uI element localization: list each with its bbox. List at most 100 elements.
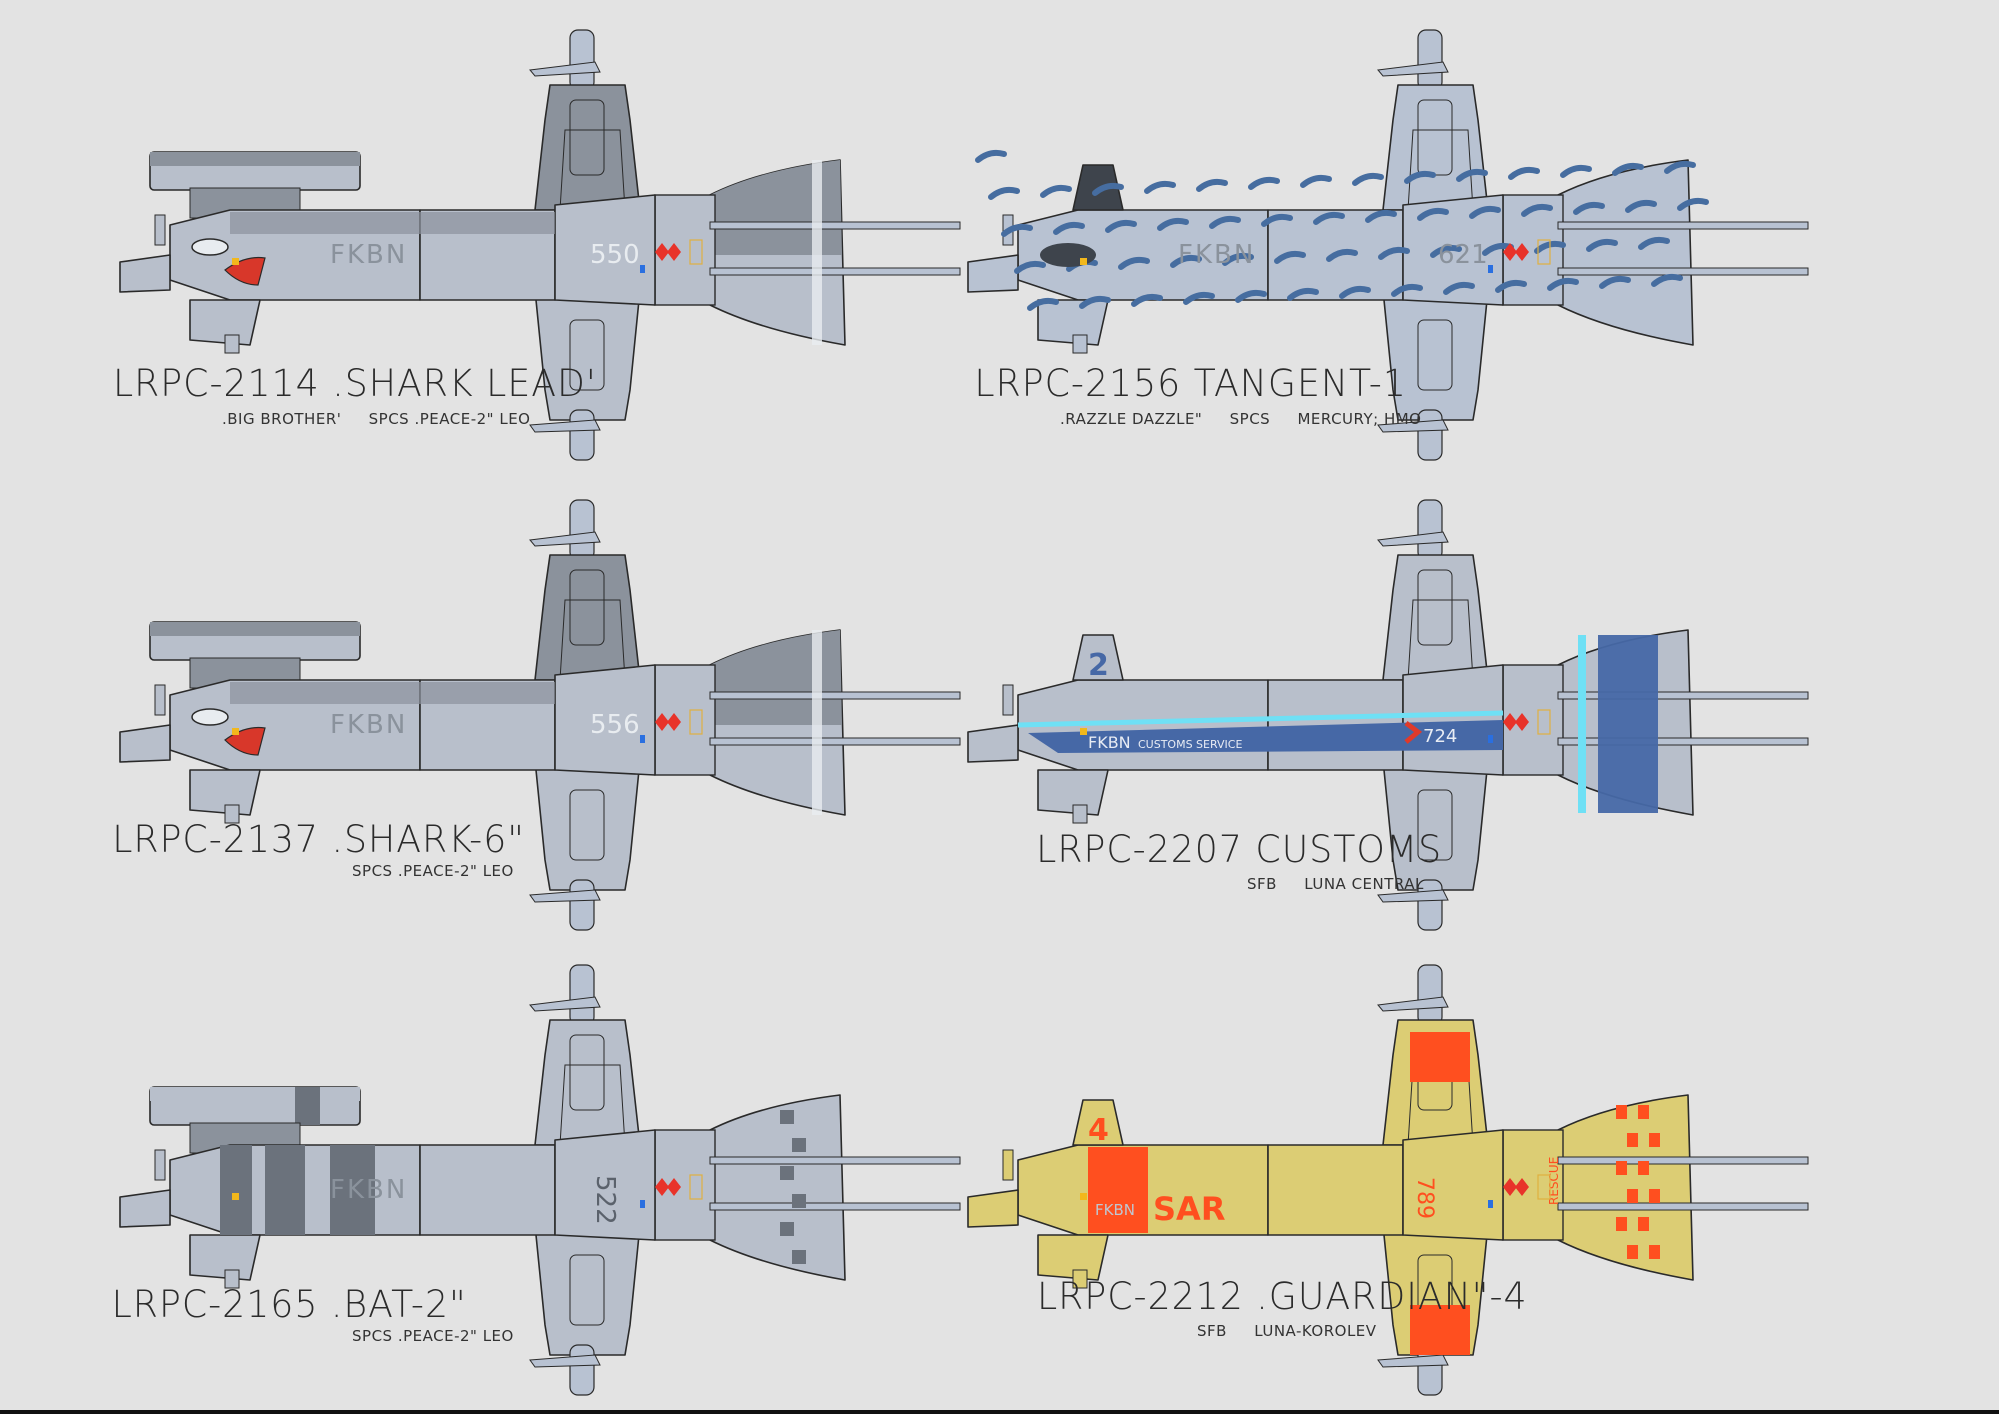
engine-boom-upper (709, 1156, 961, 1165)
dazzle-stripe (1495, 279, 1527, 293)
ship-title: LRPC-2114 .SHARK LEAD' (112, 362, 597, 405)
roundel-diamond-left (1503, 713, 1517, 731)
engine-flare (709, 1094, 846, 1281)
lower-wing-hatch (1417, 319, 1453, 391)
lower-antenna (1377, 889, 1449, 903)
dazzle-stripe (1521, 203, 1553, 217)
lower-antenna (1377, 1354, 1449, 1368)
ventral-fin (189, 299, 261, 346)
dazzle-stripe (1586, 238, 1618, 252)
hull-number: 550 (590, 240, 640, 270)
nose-probe (967, 1189, 1019, 1228)
checker-square (1627, 1245, 1638, 1259)
upper-wing-tip-pod (569, 964, 595, 1026)
landing-pod (224, 804, 240, 824)
dazzle-stripe (1469, 205, 1501, 219)
registration-text: FKBN (1178, 240, 1255, 270)
roundel-diamond-left (655, 713, 669, 731)
mid-fuselage (419, 1144, 556, 1236)
ship-title: LRPC-2156 TANGENT-1 (974, 362, 1407, 405)
ventral-fin (189, 769, 261, 816)
engine-highlight (812, 630, 822, 815)
dorsal-fin (1072, 1099, 1124, 1146)
dazzle-stripe (1170, 254, 1202, 268)
side-pod-band (295, 1087, 320, 1125)
landing-pod (1072, 1269, 1088, 1289)
engine-highlight (812, 160, 822, 345)
checker-square (1616, 1217, 1627, 1231)
registration-text: FKBN (330, 710, 407, 740)
bat-band-1 (220, 1145, 252, 1235)
warning-box (689, 239, 703, 265)
checker-square (1616, 1161, 1627, 1175)
ship-nickname: .RAZZLE DAZZLE" (1060, 410, 1203, 428)
side-text: RESCUE (1547, 1157, 1561, 1205)
yellow-light (232, 1193, 239, 1200)
engine-boom-upper (1557, 221, 1809, 230)
blue-light (640, 265, 645, 273)
engine-boom-lower (709, 267, 961, 276)
shark-eye-art (191, 708, 229, 726)
ship-title: LRPC-2137 .SHARK-6" (112, 818, 525, 861)
checker-square (1627, 1133, 1638, 1147)
dazzle-stripe (1352, 172, 1384, 186)
engine-boom-lower (1557, 1202, 1809, 1211)
yellow-light (1080, 1193, 1087, 1200)
checker-square (1616, 1105, 1627, 1119)
engine-boom-upper (1557, 691, 1809, 700)
stripe-text: SAR (1153, 1190, 1225, 1228)
dazzle-stripe (1508, 166, 1540, 180)
dazzle-stripe (1222, 252, 1254, 266)
upper-wing-tip-pod (569, 499, 595, 561)
ship-base: SPCS .PEACE-2" LEO (368, 410, 531, 428)
yellow-light (232, 258, 239, 265)
landing-pod (1072, 334, 1088, 354)
registration-text: FKBN (1088, 733, 1131, 752)
blue-light (1488, 1200, 1493, 1208)
dazzle-stripe (1209, 215, 1241, 229)
dazzle-stripe (1157, 217, 1189, 231)
engine-boom-lower (1557, 267, 1809, 276)
dazzle-stripe (1118, 256, 1150, 270)
upper-antenna (1377, 61, 1449, 77)
shark-eye-art (191, 238, 229, 256)
nose-probe (967, 724, 1019, 763)
tail-number: 4 (1088, 1113, 1109, 1148)
ship-subtitle: SPCS .PEACE-2" LEO (352, 862, 536, 880)
engine-flare (1557, 159, 1694, 346)
checker-square (1649, 1245, 1660, 1259)
dazzle-stripe (988, 186, 1020, 200)
dazzle-stripe (1378, 246, 1410, 260)
fuselage-shade (230, 682, 555, 704)
lower-wing-stripe (1410, 1305, 1470, 1355)
lower-wing (534, 759, 641, 891)
ship-subtitle: .BIG BROTHER' SPCS .PEACE-2" LEO (222, 410, 552, 428)
ventral-fin (1037, 769, 1109, 816)
lower-wing-hatch (569, 1254, 605, 1326)
dazzle-stripe (1573, 201, 1605, 215)
dazzle-stripe (1027, 297, 1059, 311)
nose-antenna (154, 1149, 166, 1181)
roundel-diamond-right (1515, 713, 1529, 731)
warning-box (1537, 1174, 1551, 1200)
blue-light (1488, 265, 1493, 273)
ship-base: SPCS .PEACE-2" LEO (352, 1327, 514, 1345)
engine-boom-upper (1557, 1156, 1809, 1165)
ship-base: LUNA CENTRAL (1304, 875, 1424, 893)
nose-probe (967, 254, 1019, 293)
roundel-diamond-left (1503, 1178, 1517, 1196)
checker-square (792, 1138, 806, 1152)
dazzle-stripe (1183, 291, 1215, 305)
dazzle-stripe (1001, 223, 1033, 237)
dazzle-stripe (975, 149, 1007, 163)
dazzle-stripe (1651, 273, 1683, 287)
landing-pod (224, 334, 240, 354)
yellow-light (232, 728, 239, 735)
